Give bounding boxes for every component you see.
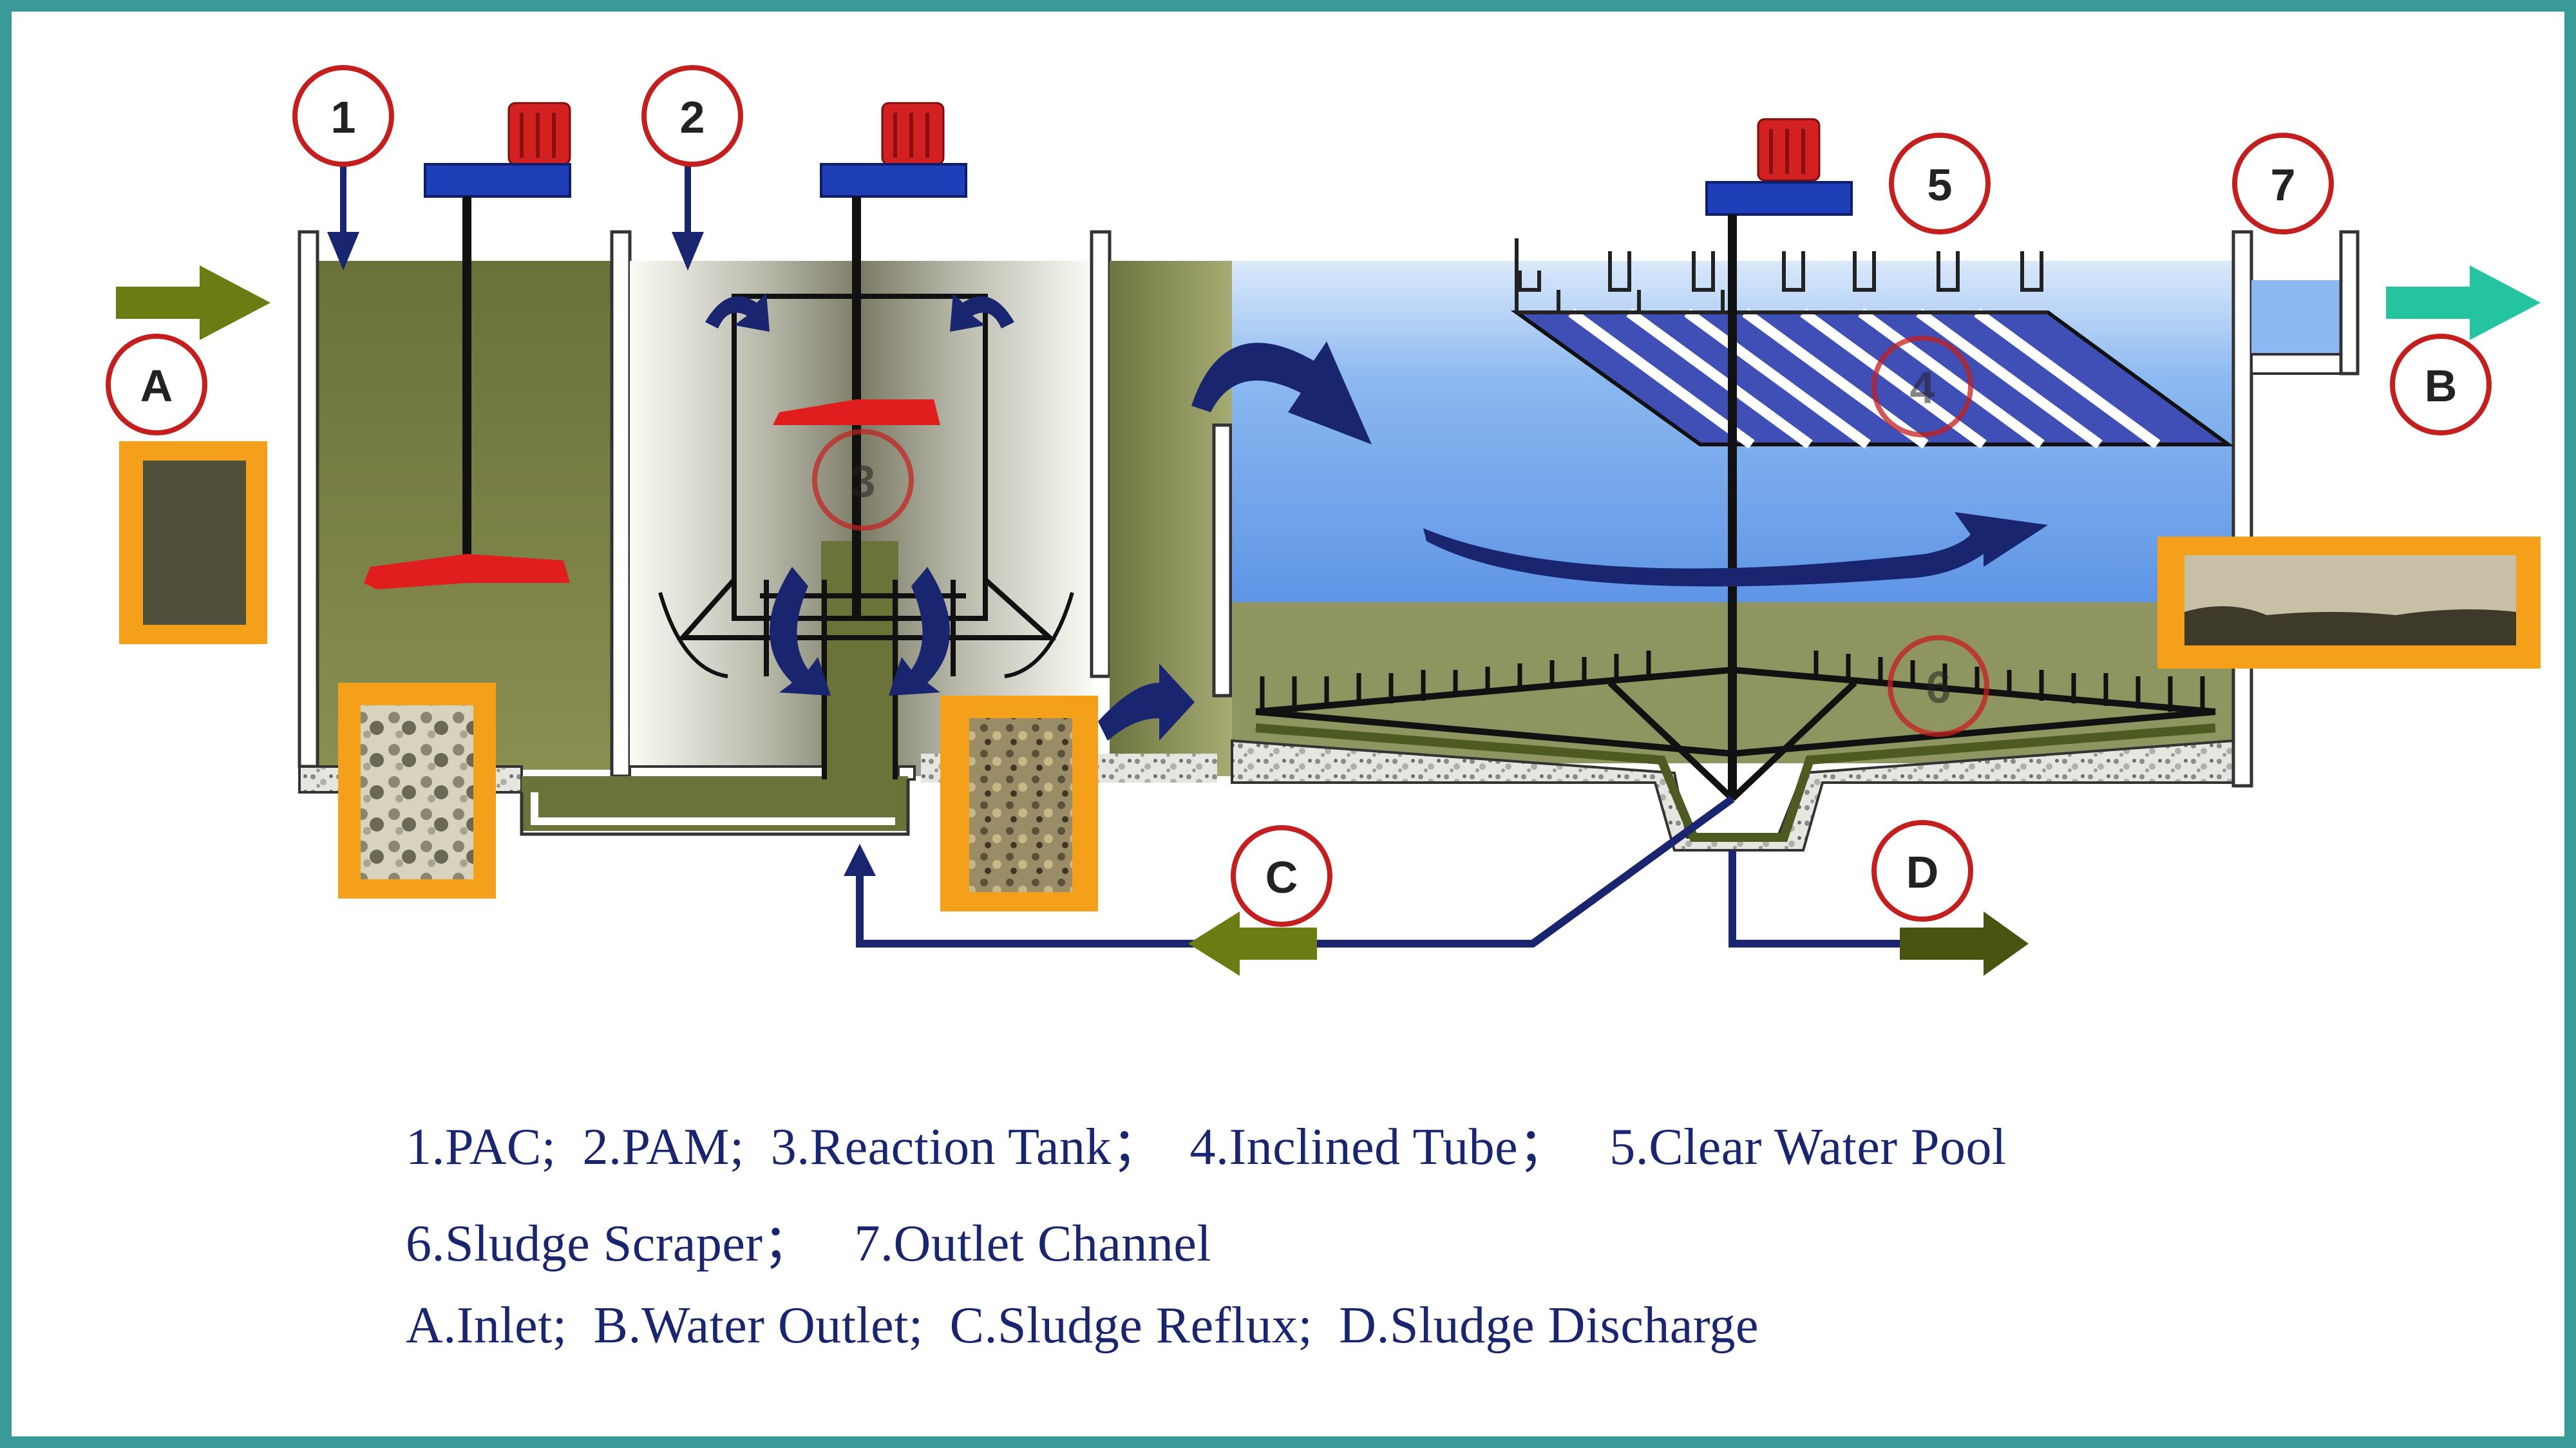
marker-1: 1 xyxy=(292,65,394,167)
marker-C: C xyxy=(1231,825,1332,927)
svg-text:6: 6 xyxy=(1926,662,1951,712)
sludge-discharge-arrow xyxy=(1900,911,2029,976)
underflow-outline xyxy=(520,779,910,836)
impeller-icon xyxy=(773,399,940,425)
sludge-reflux-arrow xyxy=(1188,911,1317,976)
impeller-icon xyxy=(364,554,570,589)
settler-baffle xyxy=(1212,423,1233,698)
svg-text:1: 1 xyxy=(331,92,356,142)
marker-D: D xyxy=(1871,820,1973,922)
dosing-arrow-icon xyxy=(327,161,359,271)
underflow-inner-white xyxy=(531,792,895,825)
legend-line-1: 1.PAC; 2.PAM; 3.Reaction Tank； 4.Incline… xyxy=(406,1119,2007,1176)
svg-text:7: 7 xyxy=(2271,160,2296,210)
collection-launders xyxy=(1515,238,2048,314)
svg-text:A: A xyxy=(140,361,173,411)
marker-A: A xyxy=(106,334,207,435)
tank1-left-wall xyxy=(298,230,319,768)
marker-3: 3 xyxy=(812,429,914,531)
inlet-arrow xyxy=(116,265,270,340)
floc-photo-1 xyxy=(338,683,496,899)
motor-icon xyxy=(1705,118,1853,216)
dosing-arrow-icon xyxy=(672,161,704,271)
marker-7: 7 xyxy=(2232,133,2334,234)
settler-right-wall xyxy=(2231,230,2253,788)
tank1-right-wall xyxy=(610,230,632,778)
svg-text:3: 3 xyxy=(851,456,876,506)
marker-2: 2 xyxy=(641,65,743,167)
svg-text:D: D xyxy=(1906,847,1939,897)
tank2-right-wall xyxy=(1090,230,1112,678)
motor-icon xyxy=(424,102,571,198)
scraper-tines xyxy=(1260,651,2205,715)
marker-5: 5 xyxy=(1889,133,1991,234)
legend-line-2: 6.Sludge Scraper； 7.Outlet Channel xyxy=(406,1215,1212,1272)
reflux-pipe-arrowhead xyxy=(844,844,876,876)
motor-icon xyxy=(820,102,967,198)
raw-water-photo xyxy=(119,441,267,644)
svg-text:4: 4 xyxy=(1910,363,1935,413)
svg-text:B: B xyxy=(2425,361,2458,411)
outlet-arrow xyxy=(2386,265,2541,340)
svg-text:C: C xyxy=(1265,852,1298,902)
flow-arrow-icon xyxy=(705,293,2048,741)
sludge-discharge-pipe xyxy=(1728,850,1906,948)
draft-tube-skirt xyxy=(658,592,1074,678)
outlet-channel-wall xyxy=(2339,230,2360,376)
clear-water-photo xyxy=(2157,537,2541,669)
floc-photo-2 xyxy=(940,696,1098,911)
sludge-bed xyxy=(1255,723,2216,842)
marker-4: 4 xyxy=(1871,336,1973,437)
legend-line-3: A.Inlet; B.Water Outlet; C.Sludge Reflux… xyxy=(406,1297,1759,1354)
inclined-tube-slats xyxy=(1568,308,2161,449)
marker-6: 6 xyxy=(1888,635,1989,737)
svg-text:2: 2 xyxy=(680,92,705,142)
svg-text:5: 5 xyxy=(1927,160,1953,210)
marker-B: B xyxy=(2390,334,2492,435)
